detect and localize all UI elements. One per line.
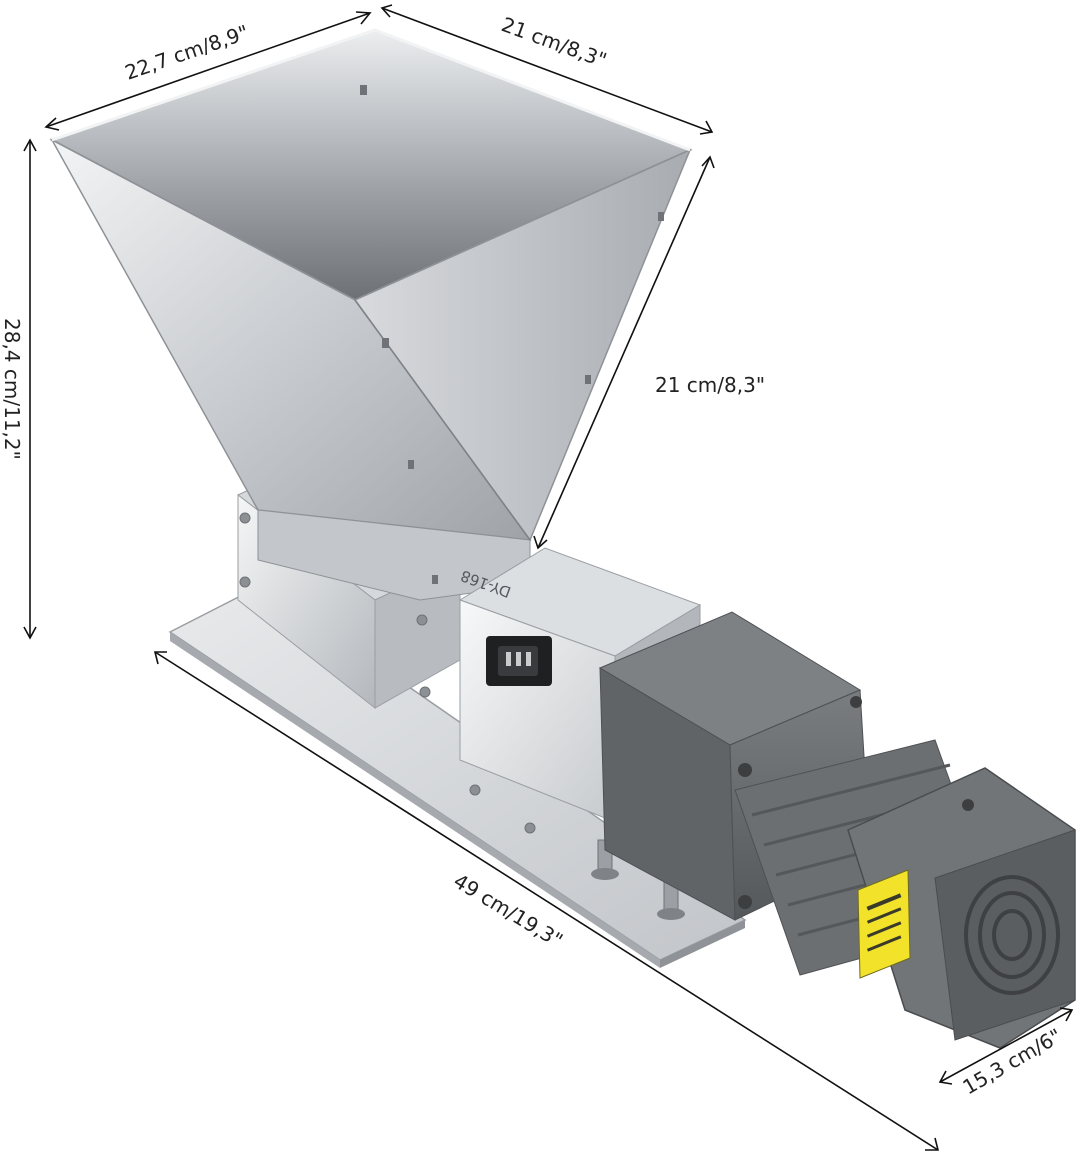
warning-label <box>857 869 911 979</box>
dim-hopper-side: 21 cm/8,3" <box>655 373 765 397</box>
dim-height: 28,4 cm/11,2" <box>0 318 24 460</box>
hopper-rivets <box>360 85 664 584</box>
hopper <box>49 28 693 601</box>
housing-screws <box>239 512 431 698</box>
dimension-lines <box>23 4 1074 1151</box>
box-screws <box>469 784 536 834</box>
fan-grille <box>964 875 1060 995</box>
power-socket <box>486 636 552 686</box>
dim-hopper-depth: 22,7 cm/8,9" <box>122 20 252 85</box>
dim-hopper-width: 21 cm/8,3" <box>498 12 610 72</box>
fan-cover <box>847 767 1076 1049</box>
grain-mill: DY-168 <box>49 28 1076 1049</box>
mount-bolts <box>591 839 685 920</box>
